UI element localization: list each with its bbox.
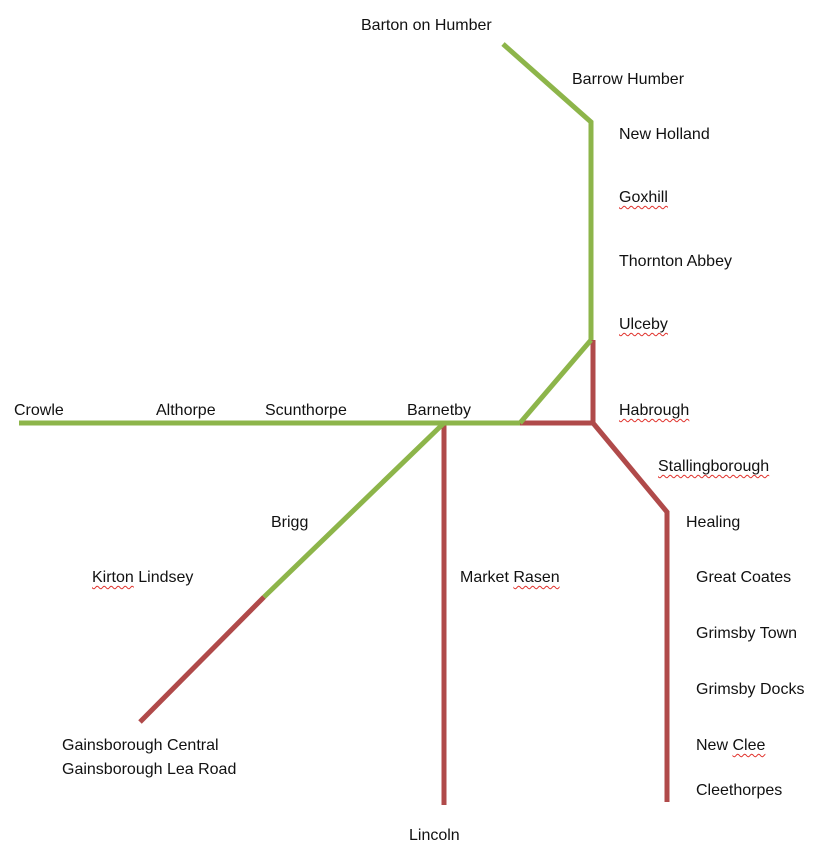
- station-stallingborough: Stallingborough: [658, 458, 770, 475]
- station-gainsborough-central: Gainsborough Central: [62, 737, 219, 754]
- station-cleethorpes: Cleethorpes: [696, 782, 783, 799]
- station-new-word: New: [696, 737, 729, 754]
- station-ulceby: Ulceby: [619, 316, 668, 333]
- station-gainsborough-lea-road: Gainsborough Lea Road: [62, 761, 237, 778]
- station-goxhill: Goxhill: [619, 189, 668, 206]
- station-clee-word: Clee: [732, 737, 766, 754]
- station-grimsby-town: Grimsby Town: [696, 625, 798, 642]
- station-habrough: Habrough: [619, 402, 690, 419]
- station-grimsby-docks: Grimsby Docks: [696, 681, 805, 698]
- station-kirton-word: Kirton: [92, 569, 134, 586]
- green-line-ulceby-curve: [518, 338, 593, 425]
- station-barrow-humber: Barrow Humber: [572, 71, 685, 88]
- station-market-word: Market: [460, 569, 509, 586]
- station-crowle: Crowle: [14, 402, 64, 419]
- station-great-coates: Great Coates: [696, 569, 792, 586]
- red-line-gainsborough: [138, 595, 266, 724]
- green-line-barton-ulceby: [501, 42, 594, 340]
- station-barnetby: Barnetby: [407, 402, 472, 419]
- station-kirton-lindsey: Kirton Lindsey: [92, 570, 193, 586]
- red-line-habrough-cleethorpes: [591, 421, 670, 802]
- station-thornton-abbey: Thornton Abbey: [619, 253, 732, 270]
- station-althorpe: Althorpe: [156, 402, 216, 419]
- station-lincoln: Lincoln: [409, 827, 460, 844]
- station-lindsey-word: Lindsey: [138, 569, 194, 586]
- station-market-rasen: Market Rasen: [460, 570, 560, 586]
- green-line-barnetby-brigg: [262, 421, 446, 599]
- station-new-holland: New Holland: [619, 126, 710, 143]
- station-barton-on-humber: Barton on Humber: [361, 17, 492, 34]
- station-scunthorpe: Scunthorpe: [265, 402, 347, 419]
- station-rasen-word: Rasen: [513, 569, 560, 586]
- station-healing: Healing: [686, 514, 741, 531]
- station-brigg: Brigg: [271, 514, 309, 531]
- station-new-clee: New Clee: [696, 738, 765, 754]
